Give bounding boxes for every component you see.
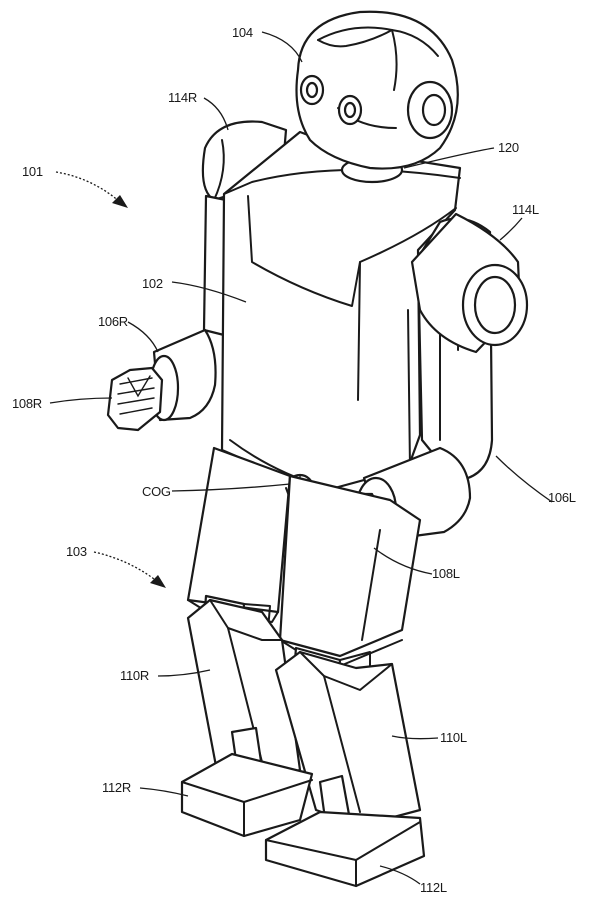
label-103: 103 xyxy=(66,544,87,559)
label-104: 104 xyxy=(232,25,253,40)
robot-group-arrow xyxy=(56,172,128,208)
label-110L: 110L xyxy=(440,730,467,745)
label-114R: 114R xyxy=(168,90,197,105)
label-114L: 114L xyxy=(512,202,539,217)
label-108L: 108L xyxy=(432,566,460,581)
label-102: 102 xyxy=(142,276,163,291)
label-101: 101 xyxy=(22,164,43,179)
label-106L: 106L xyxy=(548,490,576,505)
legs-group-arrow xyxy=(94,552,166,588)
label-110R: 110R xyxy=(120,668,149,683)
label-112R: 112R xyxy=(102,780,131,795)
label-120: 120 xyxy=(498,140,519,155)
label-106R: 106R xyxy=(98,314,128,329)
label-112L: 112L xyxy=(420,880,447,895)
right-hand xyxy=(108,368,162,430)
label-cog: COG xyxy=(142,484,171,499)
label-108R: 108R xyxy=(12,396,42,411)
right-thigh xyxy=(188,448,292,622)
head xyxy=(297,12,458,169)
